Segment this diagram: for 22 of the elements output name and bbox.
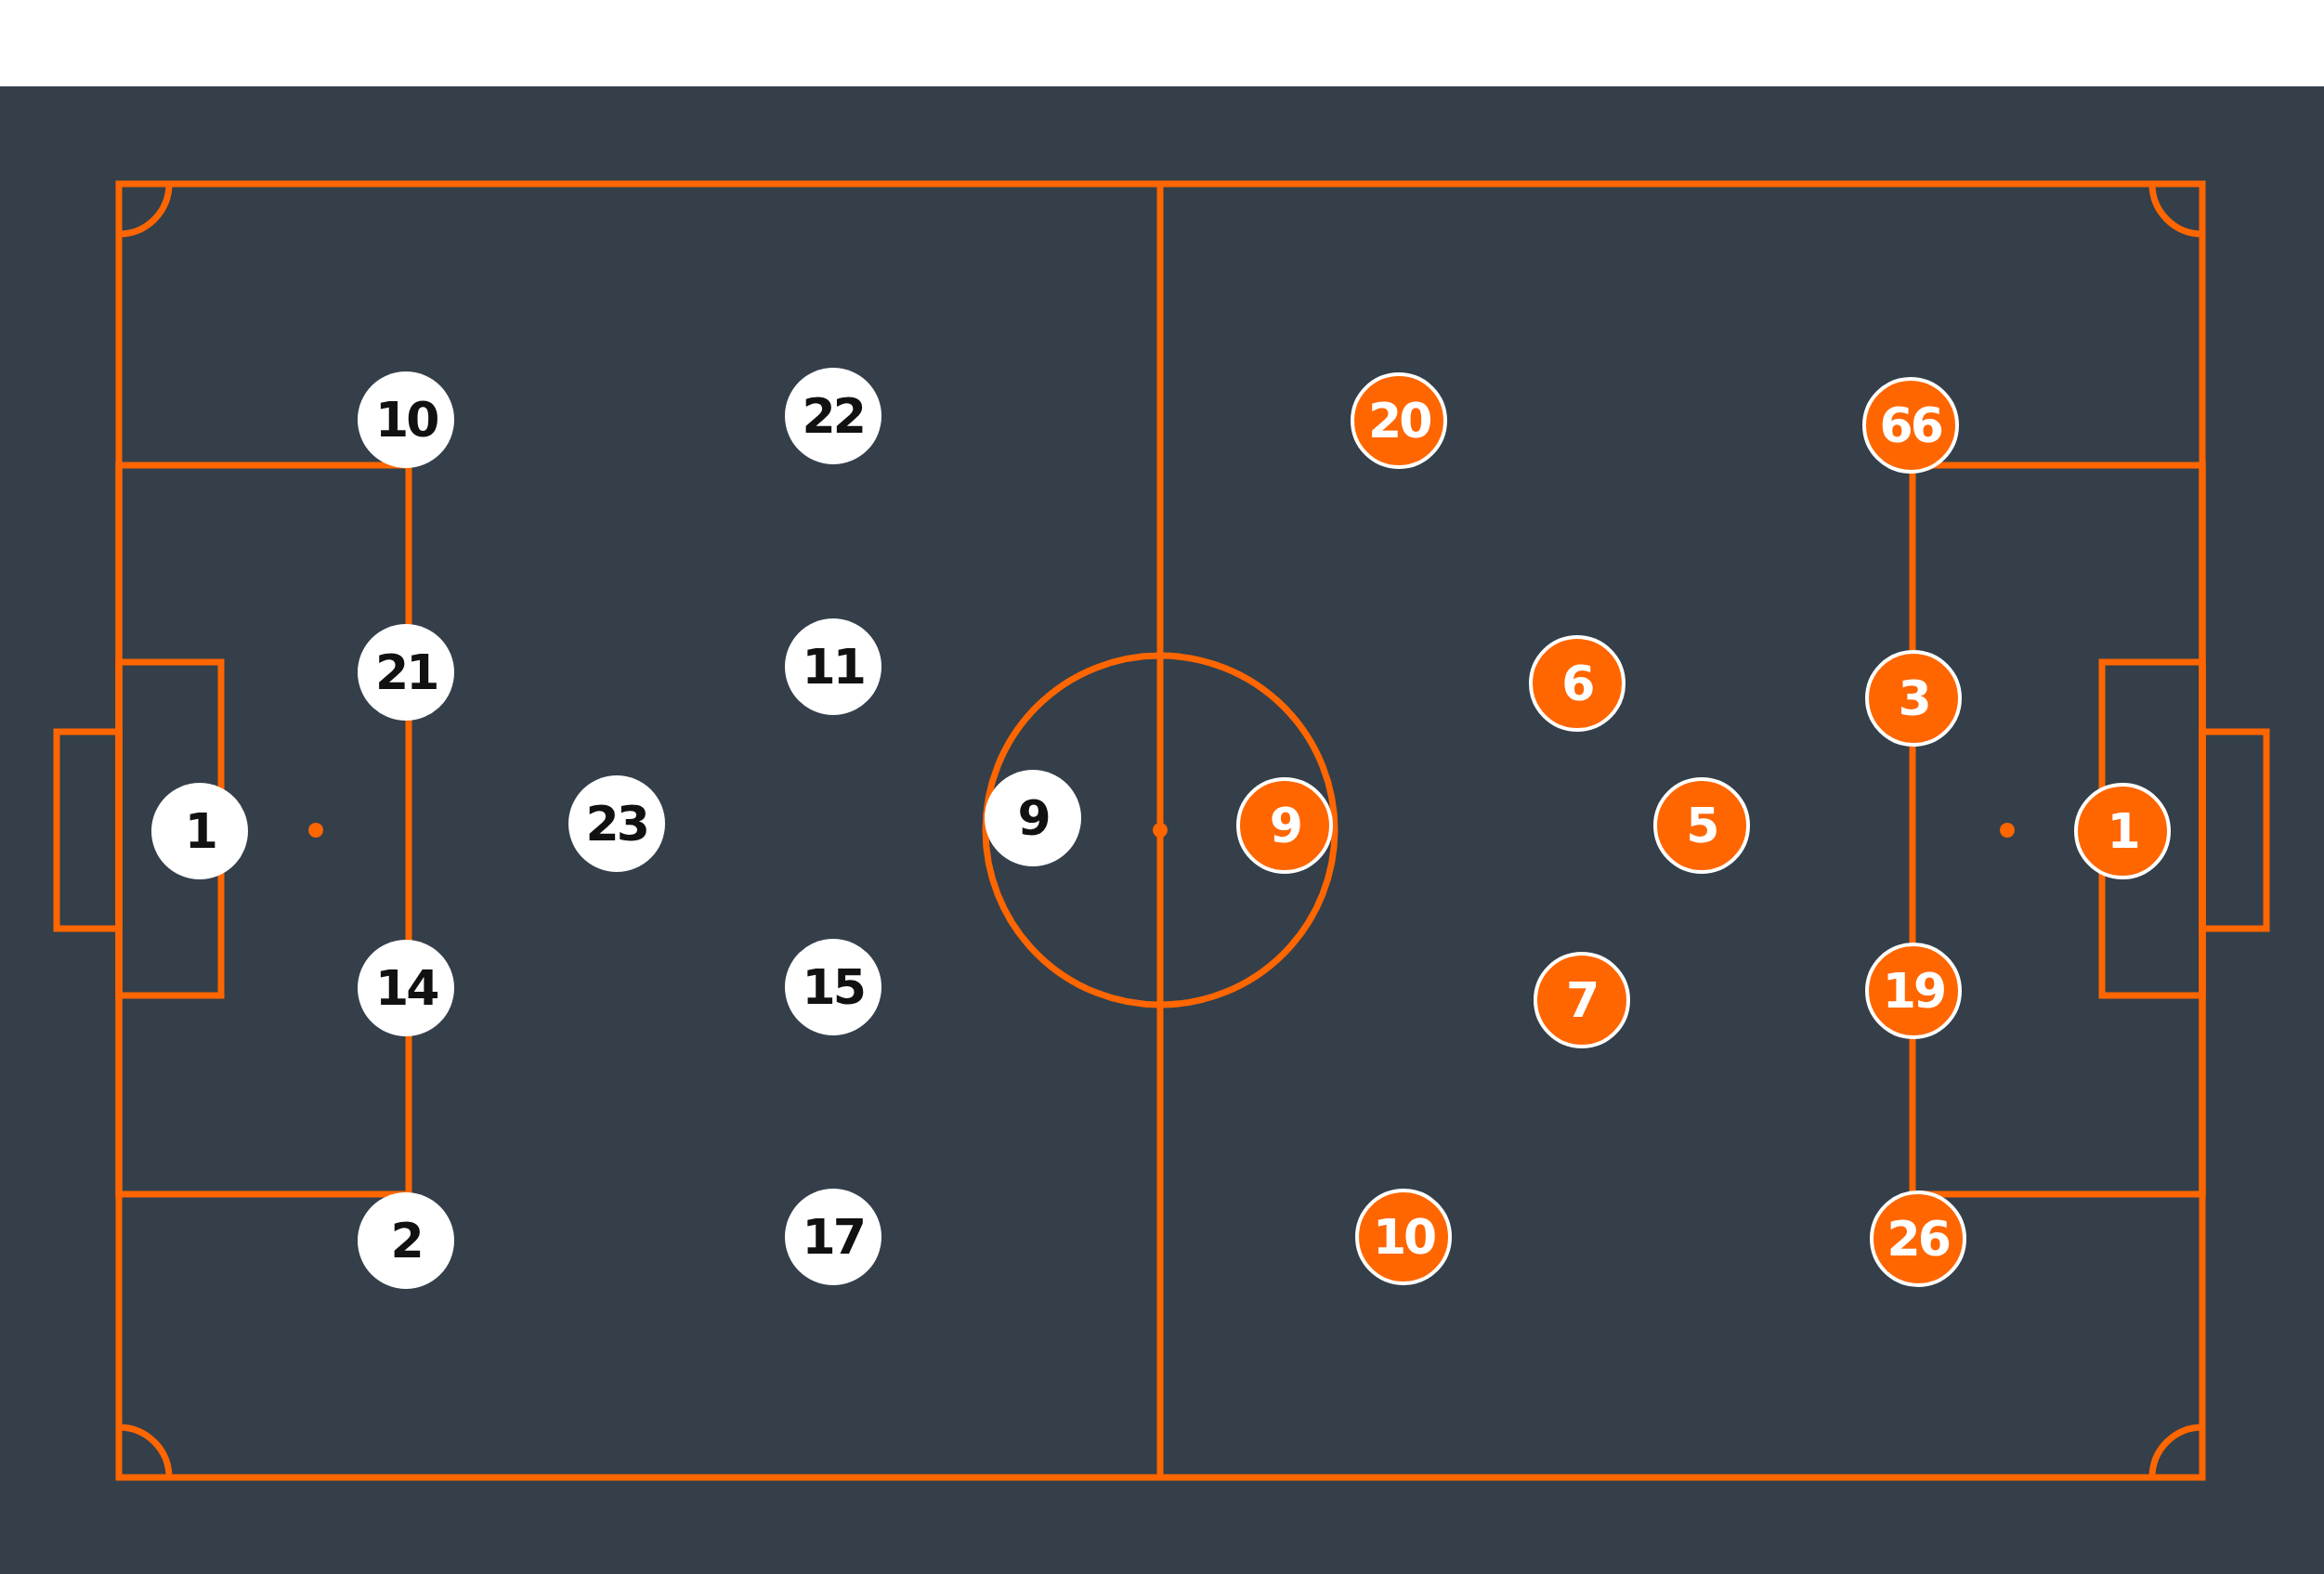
player-marker: 15 [784, 938, 881, 1035]
player-marker: 9 [1236, 776, 1334, 874]
player-marker: 2 [358, 1191, 455, 1289]
player-marker: 17 [784, 1189, 881, 1286]
player-marker: 11 [784, 618, 881, 716]
player-marker: 19 [1865, 943, 1962, 1040]
player-marker: 26 [1869, 1190, 1966, 1287]
player-marker: 22 [784, 368, 881, 465]
player-marker: 1 [2074, 783, 2171, 880]
player-marker: 10 [1355, 1189, 1453, 1286]
player-marker: 21 [358, 624, 455, 722]
player-marker: 10 [358, 371, 455, 468]
player-marker: 5 [1652, 776, 1750, 874]
player-marker: 1 [151, 783, 249, 880]
player-marker: 20 [1351, 372, 1448, 470]
player-marker: 7 [1533, 952, 1630, 1049]
player-marker: 6 [1528, 634, 1625, 732]
player-marker: 9 [985, 769, 1082, 866]
player-marker: 23 [568, 775, 665, 873]
player-marker: 14 [358, 940, 455, 1037]
player-marker: 3 [1865, 649, 1962, 747]
player-marker: 66 [1861, 376, 1959, 474]
